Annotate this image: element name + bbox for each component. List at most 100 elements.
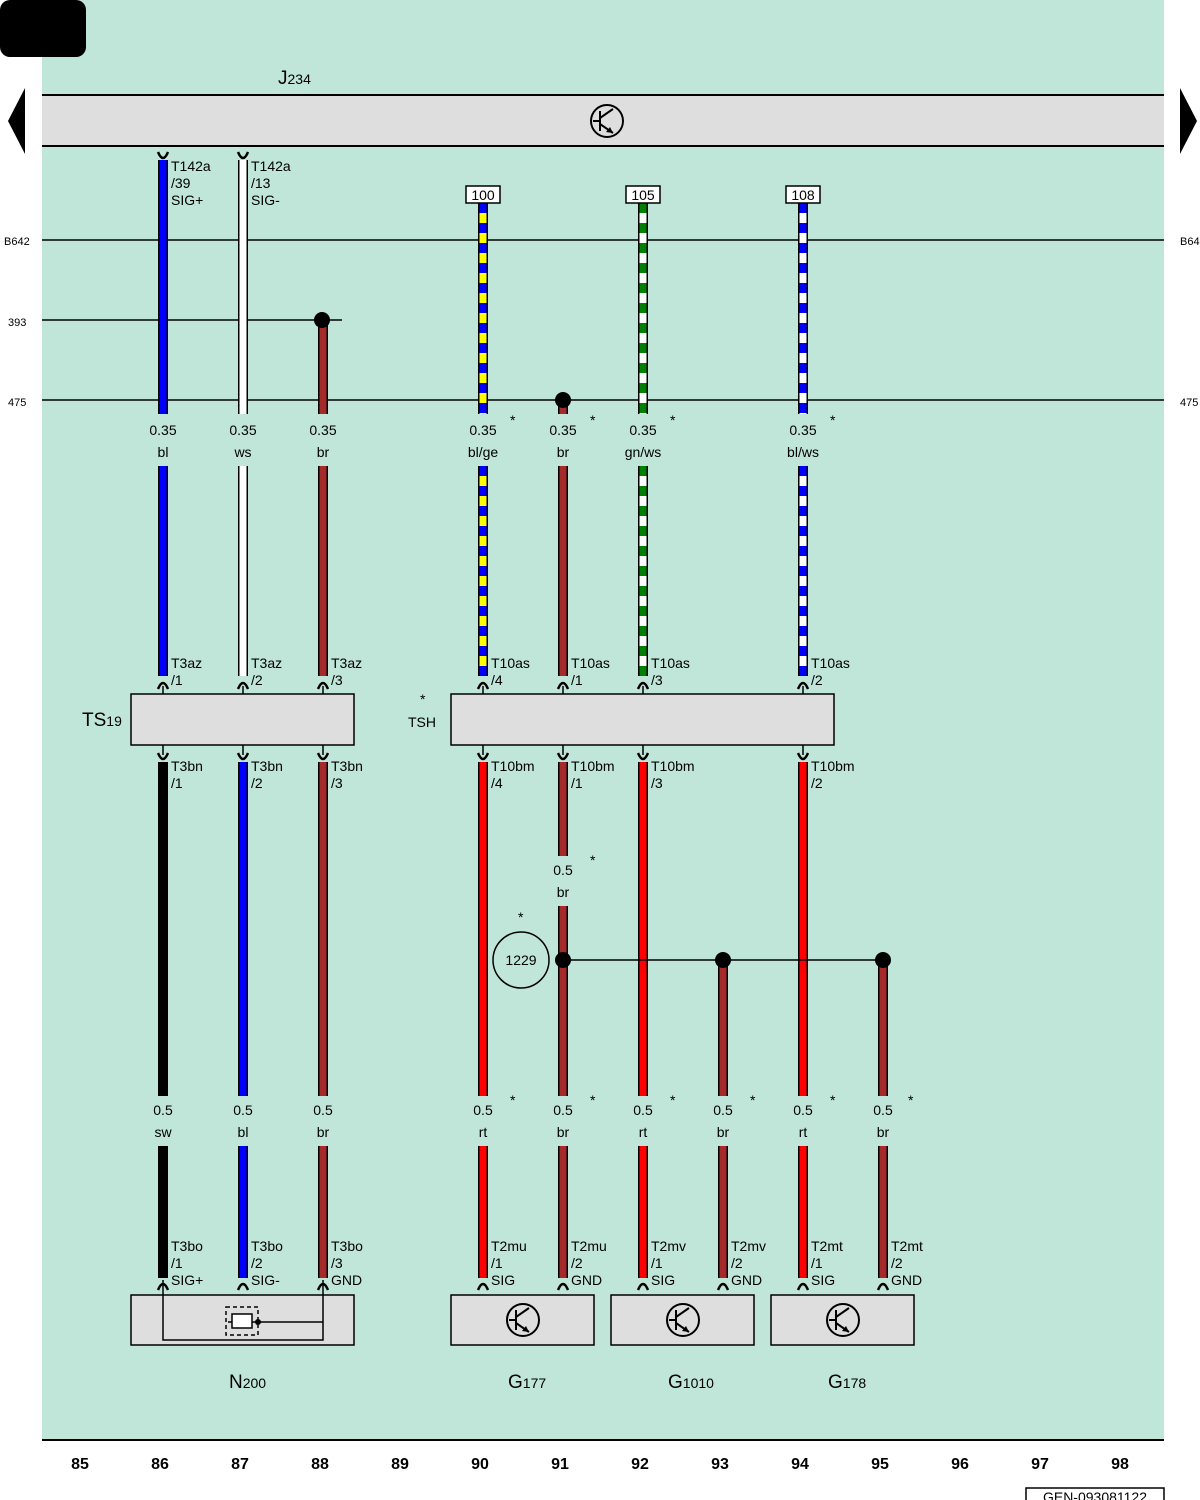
star-91: *: [590, 412, 596, 428]
color-label-94: bl/ws: [787, 444, 819, 460]
component-n200-label: N200: [229, 1372, 266, 1393]
svg-text:0.5: 0.5: [153, 1102, 173, 1118]
connector-sep-in-86: [156, 681, 170, 690]
connector-sep-out-92: [636, 752, 650, 761]
junction-dot-93: [715, 952, 731, 968]
wires-layer: [155, 151, 890, 1291]
connector-sep-out-87: [236, 752, 250, 761]
transistor-icon: [826, 1303, 860, 1337]
ref-box-100[interactable]: 100: [465, 185, 501, 204]
connector-t142a-13: T142a /13 SIG-: [251, 158, 295, 208]
svg-text:0.5: 0.5: [553, 1102, 573, 1118]
separator-input-labels: T3az/1 T3az/2 T3az/3 T10as/4 T10as/1 T10…: [171, 655, 850, 688]
svg-text:br: br: [557, 1124, 570, 1140]
separator-tsh-star: *: [420, 691, 426, 707]
svg-text:T3bn/1: T3bn/1: [171, 758, 203, 791]
connector-sep-out-94: [796, 752, 810, 761]
gauge-label-87: 0.35: [229, 422, 256, 438]
connector-comp-91: [556, 1282, 570, 1291]
star-92: *: [670, 412, 676, 428]
star-90: *: [510, 412, 516, 428]
control-unit-label: J234: [278, 68, 311, 89]
component-g1010-label: G1010: [668, 1372, 714, 1393]
separator-tsh[interactable]: [450, 693, 835, 746]
color-label-90: bl/ge: [468, 444, 499, 460]
junction-dot-393: [314, 312, 330, 328]
gauge-label-90: 0.35: [469, 422, 496, 438]
next-page-arrow[interactable]: [1180, 88, 1197, 154]
previous-page-arrow[interactable]: [8, 88, 25, 154]
component-n200[interactable]: [130, 1280, 355, 1346]
svg-text:*: *: [510, 1092, 516, 1108]
grid-number-89: 89: [391, 1456, 409, 1473]
svg-text:*: *: [750, 1092, 756, 1108]
gauge-label-91-upper: 0.5: [553, 862, 573, 878]
top-connector-labels: T142a /39 SIG+ T142a /13 SIG-: [171, 158, 295, 208]
connector-sep-in-94: [796, 681, 810, 690]
gauge-label-91: 0.35: [549, 422, 576, 438]
ref-box-108[interactable]: 108: [785, 185, 821, 204]
connector-sep-in-90: [476, 681, 490, 690]
component-g178-label: G178: [828, 1372, 866, 1393]
component-g178[interactable]: [770, 1294, 915, 1346]
separator-output-labels: T3bn/1 T3bn/2 T3bn/3 T10bm/4 T10bm/1 T10…: [171, 758, 855, 791]
connector-sep-in-92: [636, 681, 650, 690]
separator-ts19[interactable]: [130, 693, 355, 746]
transistor-icon: [590, 104, 624, 138]
svg-text:T3bn/3: T3bn/3: [331, 758, 363, 791]
svg-text:T3bn/2: T3bn/2: [251, 758, 283, 791]
svg-text:T3az/3: T3az/3: [331, 655, 362, 688]
connector-sep-out-91: [556, 752, 570, 761]
svg-text:1229: 1229: [505, 952, 536, 968]
connector-top-86: [156, 151, 170, 160]
page-tab[interactable]: [0, 0, 86, 57]
svg-text:T10as/1: T10as/1: [571, 655, 610, 688]
connector-t142a-39: T142a /39 SIG+: [171, 158, 215, 208]
svg-text:T3az/2: T3az/2: [251, 655, 282, 688]
grid-number-85: 85: [71, 1456, 89, 1473]
svg-text:0.5: 0.5: [233, 1102, 253, 1118]
connector-comp-87: [236, 1282, 250, 1291]
svg-text:0.5: 0.5: [473, 1102, 493, 1118]
grid-number-87: 87: [231, 1456, 249, 1473]
ref-box-105[interactable]: 105: [625, 185, 661, 204]
svg-text:T10bm/3: T10bm/3: [651, 758, 695, 791]
component-g1010[interactable]: [610, 1294, 755, 1346]
connector-comp-92: [636, 1282, 650, 1291]
grid-number-88: 88: [311, 1456, 329, 1473]
ground-point-1229[interactable]: 1229: [492, 931, 550, 989]
svg-text:T10bm/2: T10bm/2: [811, 758, 855, 791]
connector-sep-in-87: [236, 681, 250, 690]
gauge-label-94: 0.35: [789, 422, 816, 438]
svg-text:sw: sw: [154, 1124, 172, 1140]
color-label-91: br: [557, 444, 570, 460]
row-label-393-left: 393: [8, 317, 26, 329]
component-g177[interactable]: [450, 1294, 595, 1346]
svg-text:0.5: 0.5: [873, 1102, 893, 1118]
row-label-475-right: 475: [1180, 397, 1198, 409]
color-label-88: br: [317, 444, 330, 460]
star-94: *: [830, 412, 836, 428]
separator-tsh-label: TSH: [408, 714, 436, 730]
row-label-b642-right: B64: [1180, 236, 1200, 248]
svg-text:rt: rt: [479, 1124, 488, 1140]
connector-comp-95: [876, 1282, 890, 1291]
sensor-icons: [506, 1303, 860, 1337]
svg-text:*: *: [590, 1092, 596, 1108]
svg-text:bl: bl: [238, 1124, 249, 1140]
transistor-icon: [506, 1303, 540, 1337]
grid-number-94: 94: [791, 1456, 809, 1473]
connector-comp-94: [796, 1282, 810, 1291]
connector-top-87: [236, 151, 250, 160]
color-label-91-upper: br: [557, 884, 570, 900]
connector-sep-in-88: [316, 681, 330, 690]
svg-text:br: br: [717, 1124, 730, 1140]
